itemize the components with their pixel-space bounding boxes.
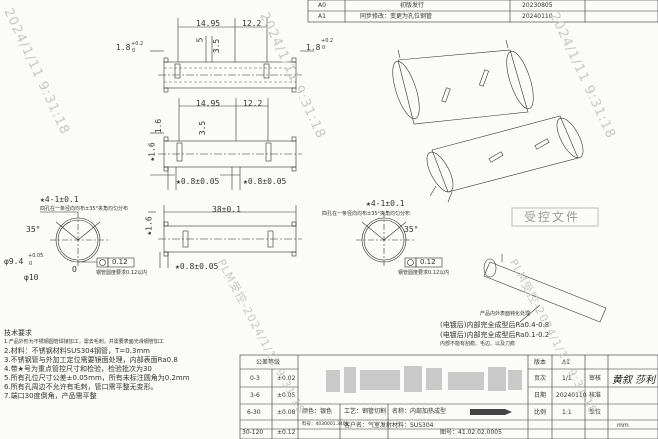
title-process: 工艺：钢管切割 [344, 408, 387, 415]
dim-mid-1-6: 1.6 [154, 118, 164, 134]
title-scale-label: 比例 [534, 409, 547, 416]
tol-range-2: 3-6 [250, 392, 260, 399]
signature: 黄叙 莎利 [612, 375, 656, 386]
roundness-note-right: 钢管圆度要求0.12以内 [398, 270, 450, 276]
title-rev-value: A1 [562, 359, 570, 366]
title-date-value: 20240110 [556, 392, 587, 399]
tol-range-4: 30-120 [242, 429, 264, 436]
tol-range-1: 0-3 [250, 375, 260, 382]
dim-phi41-right: ★4-1±0.1 [366, 199, 405, 208]
dim-right-1-8: 1.8 [306, 43, 321, 52]
title-drawno: 料号：4030001.3401 [302, 422, 349, 427]
title-material: 材料：SUS304 [392, 422, 434, 429]
roundness-right: 0.12 [420, 258, 436, 266]
hole-note-right: 四孔在一条径向均布±35°夹角均匀分布 [322, 211, 411, 217]
rev-a1-date: 20240110 [522, 13, 553, 20]
title-rev-label: 版本 [534, 359, 547, 366]
title-page-value: 1/1 [562, 375, 572, 382]
dim-bot-08: ★0.8±0.05 [175, 262, 219, 271]
rev-a1-code: A1 [318, 13, 326, 20]
tol-value-4: ±0.12 [277, 429, 296, 436]
dim-top-12-2: 12.2 [242, 19, 262, 28]
coating-note-2: (电镀后)内部完全成型后Ra0.4-0.8 [440, 321, 550, 329]
rev-a0-code: A0 [318, 2, 326, 9]
dim-star-1-6: ★1.6 [147, 142, 157, 162]
title-customer: 客户名：气室发射 [344, 422, 393, 429]
rev-a0-desc: 初版发行 [400, 2, 425, 9]
dim-left-plus: +0.2 [131, 41, 144, 47]
tol-value-2: ±0.05 [277, 392, 296, 399]
dim-mid-14-95: 14.95 [196, 99, 221, 108]
tech-note-1: 1.产品外形为不锈钢圆管焊接加工，需去毛刺，并需要表面光滑钢管加工 [4, 339, 164, 345]
tol-range-3: 6-30 [247, 409, 261, 416]
title-date-label: 日期 [534, 392, 547, 399]
tech-note-2: 2.材料：不锈钢材料SUS304钢管，T=0.3mm [4, 347, 150, 355]
dim-left-zero: 0 [132, 48, 136, 54]
title-unit-value: mm [617, 422, 629, 429]
dim-bot-38: 38±0.1 [212, 205, 241, 214]
rev-a1-desc: 同步修改：变更为孔位钢管 [360, 13, 433, 20]
dim-phi10: φ10 [24, 273, 39, 282]
dim-phi94-plus: +0.05 [28, 253, 44, 259]
tech-note-6: 6.所有孔周边不允许有毛刺，管口需平整无变形。 [4, 383, 158, 391]
dim-mid-08-b: ★0.8±0.05 [243, 177, 287, 186]
roundness-left: 0.12 [112, 258, 128, 266]
tech-notes-title: 技术要求 [4, 329, 32, 337]
dim-top-3-5: 3.5 [212, 38, 222, 54]
ref-o-left: O [72, 265, 77, 274]
title-page-label: 页次 [534, 375, 547, 382]
tech-note-4: 4.带★号为重点管控尺寸和检验，检验批次为30 [4, 365, 152, 373]
hole-note-left: 四孔在一条径向均布±35°夹角均匀分布 [40, 206, 129, 212]
dim-right-zero: 0 [322, 45, 326, 51]
coating-note-1: 产品内外表面钝化处理 [480, 311, 531, 317]
title-unit-label: 单位 [589, 409, 602, 416]
tol-value-3: ±0.08 [277, 409, 296, 416]
tech-note-7: 7.端口30度倒角，产品需平整 [4, 392, 97, 400]
dim-top-5: 5 [195, 37, 205, 43]
roundness-note-left: 钢管圆度要求0.12以内 [96, 270, 148, 276]
tol-value-1: ±0.02 [277, 375, 296, 382]
title-color: 颜色：银色 [302, 408, 333, 415]
dim-phi94-zero: 0 [29, 261, 33, 267]
coating-note-4: 内部不能有刮痕、毛边、以及刀痕 [440, 341, 516, 347]
dim-angle-right: 35° [404, 225, 419, 234]
dim-mid-08-a: ★0.8±0.05 [176, 177, 220, 186]
title-approve-label: 核准 [589, 392, 602, 399]
tech-note-3: 3.不锈钢管与外加工定位需要镜面处理，内部表面Ra0.8 [4, 356, 178, 364]
rev-a0-date: 20230805 [522, 2, 553, 9]
coating-note-3: (电镀后)内部完全成型后Ra0.1-0.2 [440, 331, 550, 339]
title-scale-value: 1:1 [562, 409, 572, 416]
dim-top-14-95: 14.95 [196, 19, 221, 28]
tech-note-5: 5.所有孔位尺寸公差±0.05mm，所有未标注圆角为0.2mm [4, 374, 190, 382]
tolerance-header: 公差等级 [256, 359, 281, 366]
dim-mid-3-5: 3.5 [198, 120, 208, 136]
dim-bot-star-1-6: ★1.6 [144, 216, 154, 236]
title-desc: 名称：内部加热成型 [392, 408, 447, 415]
title-partno: 图号：41.02.02.0005 [440, 429, 502, 436]
dim-right-plus: +0.2 [321, 38, 334, 44]
dim-left-1-8: 1.8 [116, 43, 131, 52]
dim-angle-left: 35° [26, 225, 41, 234]
controlled-file-stamp: 受控文件 [524, 210, 581, 224]
dim-mid-12-2: 12.2 [243, 99, 263, 108]
title-draw-label: 审核 [589, 375, 602, 382]
dim-phi41-left: ★4-1±0.1 [40, 195, 79, 204]
dim-phi94: φ9.4 [4, 257, 24, 266]
